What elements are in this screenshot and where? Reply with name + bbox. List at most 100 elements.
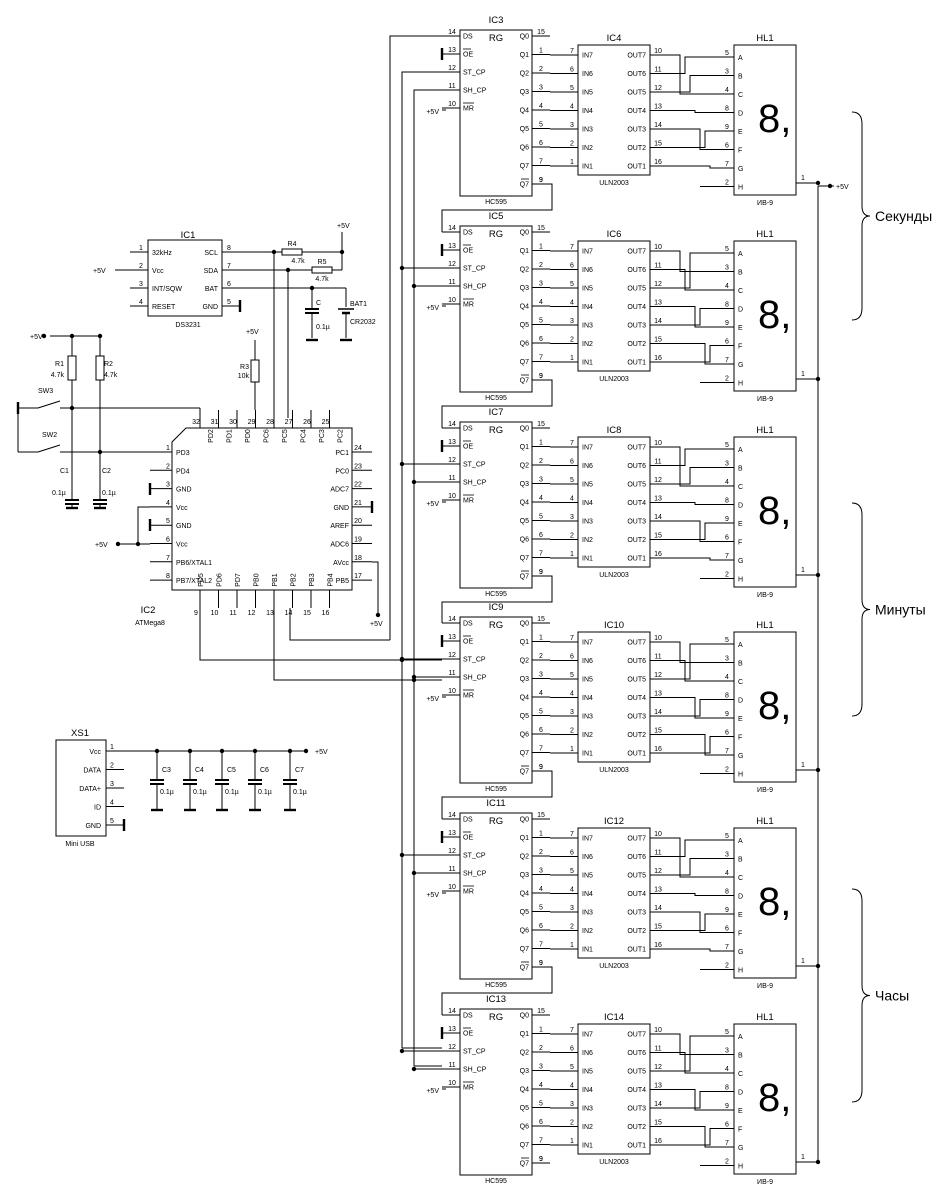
pin-number: 5 (570, 477, 574, 484)
segment-name: E (738, 912, 743, 919)
resistor-r5 (311, 266, 333, 274)
wire (672, 446, 714, 487)
wire (372, 561, 379, 615)
ic-ref: IC13 (486, 994, 506, 1005)
pin-number: 22 (354, 482, 362, 489)
pin-name: IN7 (582, 1032, 593, 1039)
segment-name: D (738, 307, 743, 314)
ic-ref: IC4 (607, 33, 622, 44)
curly-brace (851, 111, 871, 321)
pin-number: 4 (539, 1082, 543, 1089)
pin-number: 13 (448, 1026, 456, 1033)
pin-number: 1 (801, 371, 805, 378)
pin-number: 4 (539, 103, 543, 110)
wire (672, 1052, 714, 1074)
pin-number: 4 (725, 87, 729, 94)
ic-ref: IC9 (489, 602, 504, 613)
segment-name: B (738, 270, 743, 277)
junction-dot (69, 405, 75, 411)
ic-type: HC595 (485, 199, 507, 206)
pin-number: 27 (285, 419, 293, 426)
pin-number: 12 (448, 457, 456, 464)
pin-number: 1 (539, 831, 543, 838)
wire (273, 608, 442, 681)
pin-number: 4 (539, 299, 543, 306)
display-ref: HL1 (756, 1012, 773, 1023)
wire (672, 699, 714, 717)
pin-name: OUT5 (627, 677, 646, 684)
resistor-r4 (281, 248, 303, 256)
pin-number: 3 (539, 281, 543, 288)
display-ref: HL1 (756, 33, 773, 44)
pin-number: 14 (448, 1008, 456, 1015)
resistor-r2 (95, 355, 105, 381)
pin-number: 24 (354, 445, 362, 452)
ic-type: ULN2003 (599, 767, 629, 774)
pin-name: IN1 (582, 751, 593, 758)
driver-uln2003: IC4ULN20037IN76IN65IN54IN43IN32IN21IN110… (539, 33, 672, 187)
segment-name: B (738, 857, 743, 864)
pin-name: DS (463, 230, 473, 237)
pin-name: Vcc (89, 749, 101, 756)
pin-name: OUT4 (627, 891, 646, 898)
pin-name: Q2 (520, 463, 529, 470)
pin-number: 9 (539, 1156, 543, 1163)
pin-number: 12 (654, 1064, 662, 1071)
pin-number: 5 (570, 281, 574, 288)
pin-number: 3 (725, 656, 729, 663)
pin-number: 1 (570, 746, 574, 753)
ic-ref: IC10 (604, 620, 624, 631)
pin-name: IN4 (582, 1087, 593, 1094)
pin-name: SH_CP (463, 480, 487, 487)
ic-header: RG (489, 816, 503, 827)
resistor-ref: R1 (55, 361, 64, 368)
pin-number: 1 (570, 1138, 574, 1145)
pin-number: 12 (654, 85, 662, 92)
pin-name: IN2 (582, 1124, 593, 1131)
pin-name: PC6 (264, 429, 271, 443)
pin-name: IN5 (582, 286, 593, 293)
wire (672, 448, 714, 466)
hc595-body (459, 616, 533, 784)
pin-number: 2 (725, 767, 729, 774)
shift-register-hc595: IC9RGHC59514DS13OE12ST_CP11SH_CP10MR15Q0… (426, 602, 550, 793)
segment-name: B (738, 1053, 743, 1060)
pin-name: PD1 (227, 429, 234, 443)
pin-number: 7 (570, 635, 574, 642)
pin-number: 9 (725, 124, 729, 131)
segment-name: B (738, 74, 743, 81)
display-body (733, 631, 797, 783)
pin-number: 8 (725, 1085, 729, 1092)
pin-name: PB6/XTAL1 (176, 560, 212, 567)
pin-name: OUT3 (627, 714, 646, 721)
pin-number: 5 (570, 672, 574, 679)
pin-name: PD2 (208, 429, 215, 443)
pin-number: 6 (570, 850, 574, 857)
resistor-ref: R2 (104, 361, 113, 368)
wire (672, 948, 714, 952)
pin-name: OE (463, 835, 473, 842)
pin-name: PD5 (198, 573, 205, 587)
supply-label: +5V (426, 501, 439, 508)
pin-name: PB0 (254, 573, 261, 586)
hc595-body (459, 421, 533, 589)
pin-number: 14 (448, 812, 456, 819)
pin-number: 31 (211, 419, 219, 426)
pin-number: 6 (725, 535, 729, 542)
mcu-atmega8: IC2ATMega832PD231PD130PD029PC628PC527PC4… (95, 329, 442, 683)
driver-uln2003: IC6ULN20037IN76IN65IN54IN43IN32IN21IN110… (539, 229, 672, 383)
pin-name: Vcc (152, 268, 164, 275)
pin-number: 3 (110, 781, 114, 788)
pin-number: 10 (654, 831, 662, 838)
wire (672, 56, 714, 74)
pin-number: 1 (801, 567, 805, 574)
pin-number: 7 (570, 831, 574, 838)
resistor-r1 (67, 355, 77, 381)
display-type: ИВ-9 (757, 200, 773, 207)
pin-name: IN1 (582, 947, 593, 954)
pin-name: PD3 (176, 450, 190, 457)
pin-name: OE (463, 52, 473, 59)
ic-header: RG (489, 1012, 503, 1023)
pin-number: 2 (539, 262, 543, 269)
